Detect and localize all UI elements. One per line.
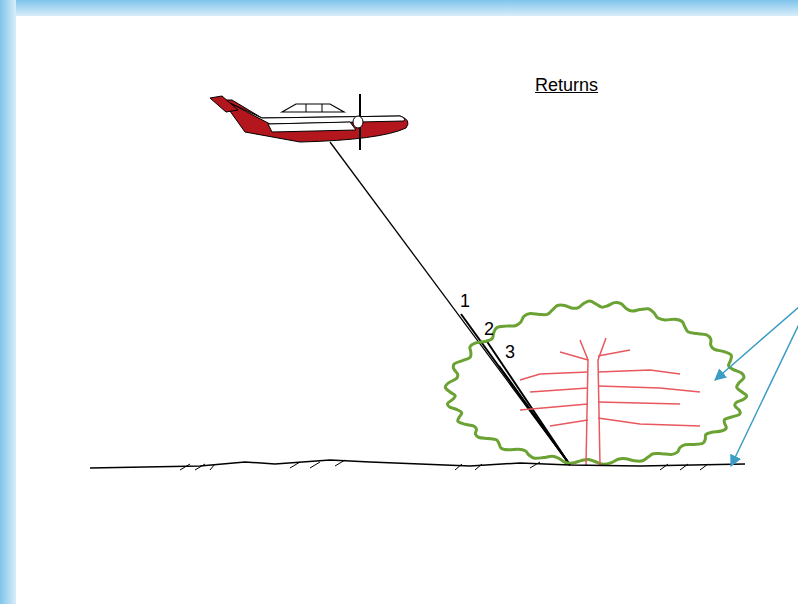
pointer-arrow [731, 322, 798, 466]
ground [90, 460, 745, 470]
frame-left [0, 0, 16, 604]
background [16, 16, 798, 604]
return-line [461, 314, 570, 465]
tree [445, 301, 747, 465]
tree-trunk [560, 350, 630, 360]
tree-crown [445, 301, 747, 464]
callout-number: 3 [505, 343, 515, 361]
callout-number: 1 [460, 292, 470, 310]
heading-label: Returns [535, 76, 598, 94]
tree-trunk [598, 370, 700, 426]
laser-pulse [330, 142, 570, 465]
tree-trunk [520, 372, 588, 426]
pointer-arrow [715, 306, 798, 380]
frame-top [0, 0, 798, 16]
callout-number: 2 [484, 320, 494, 338]
airplane [210, 94, 408, 150]
